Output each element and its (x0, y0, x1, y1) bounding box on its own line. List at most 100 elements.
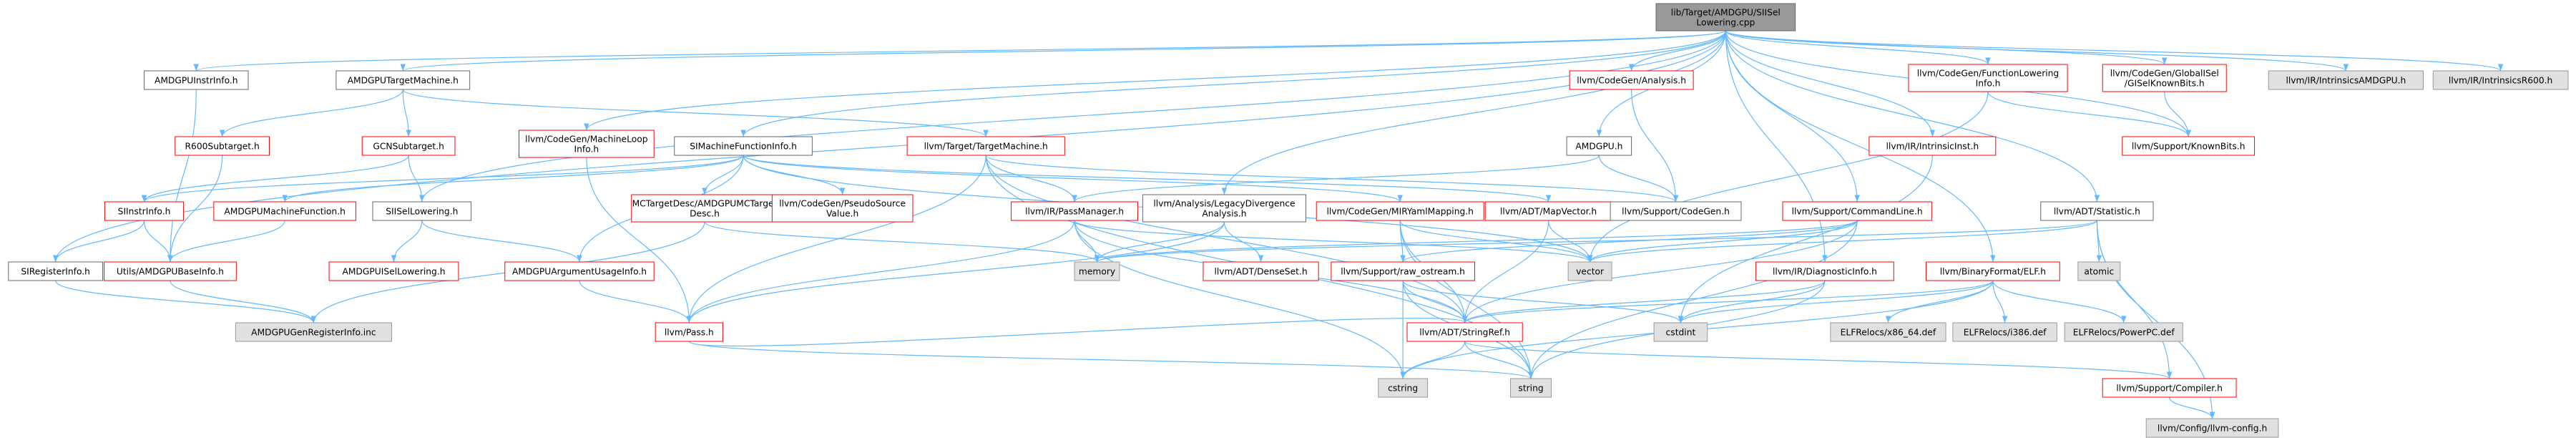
node-elfppc-label-0: ELFRelocs/PowerPC.def (2073, 326, 2175, 337)
edge-functionlowering-to-vector (1587, 91, 1989, 263)
edge-root-to-amdgpuinstrinfo (194, 30, 1726, 72)
node-binaryelf[interactable]: llvm/BinaryFormat/ELF.h (1926, 261, 2060, 281)
node-mapvector-box (1484, 201, 1612, 221)
node-machinelooinfo-label-1: Info.h (574, 143, 599, 154)
edge-amdgpuh-to-passmanager (1072, 155, 1600, 203)
edge-binaryelf-to-stringref (1462, 280, 1994, 323)
edge-argumentusage-to-pass (579, 280, 692, 323)
edge-siisellowering-to-argumentusage (421, 220, 582, 263)
node-argumentusage-label-0: AMDGPUArgumentUsageInfo.h (512, 266, 647, 276)
node-targetmachine[interactable]: llvm/Target/TargetMachine.h (906, 136, 1065, 156)
node-siinstrinfo-box (104, 201, 185, 221)
edge-root-to-intrinsicsr600 (1725, 30, 2504, 72)
node-gcnsubtarget[interactable]: GCNSubtarget.h (361, 136, 456, 156)
node-root-label-0: lib/Target/AMDGPU/SIISel (1671, 6, 1781, 17)
node-globalisel[interactable]: llvm/CodeGen/GlobalISel/GISelKnownBits.h (2102, 64, 2227, 92)
node-codegenanalysis-label-0: llvm/CodeGen/Analysis.h (1577, 74, 1686, 85)
node-simachinefunctioninfo[interactable]: SIMachineFunctionInfo.h (674, 136, 813, 156)
node-cstdint: cstdint (1653, 322, 1708, 342)
edge-siisellowering-to-amdgpuisellowering (391, 220, 423, 263)
node-amdgpubaseinfo[interactable]: Utils/AMDGPUBaseInfo.h (103, 261, 237, 281)
node-amdgpubaseinfo-box (103, 261, 237, 281)
node-miryamlmapping-label-0: llvm/CodeGen/MIRYamlMapping.h (1326, 205, 1473, 216)
edge-codegenanalysis-to-supportcodegen (1631, 89, 1679, 203)
node-rawostream[interactable]: llvm/Support/raw_ostream.h (1331, 261, 1475, 281)
node-intrinsicinst[interactable]: llvm/IR/IntrinsicInst.h (1869, 136, 1997, 156)
edge-passmanager-to-cstring (1074, 220, 1406, 379)
node-passmanager[interactable]: llvm/IR/PassManager.h (1011, 201, 1139, 221)
node-amdgpumachinefunction[interactable]: AMDGPUMachineFunction.h (213, 201, 356, 221)
node-amdgpuisellowering[interactable]: AMDGPUISelLowering.h (328, 261, 459, 281)
node-siregisterinfo[interactable]: SIRegisterInfo.h (8, 261, 104, 281)
node-diagnosticinfo[interactable]: llvm/IR/DiagnosticInfo.h (1755, 261, 1894, 281)
node-gcnsubtarget-box (361, 136, 456, 156)
edge-targetmachine-to-pass (686, 155, 986, 323)
node-codegenanalysis[interactable]: llvm/CodeGen/Analysis.h (1569, 70, 1694, 90)
node-mapvector[interactable]: llvm/ADT/MapVector.h (1484, 201, 1612, 221)
edge-amdgpubaseinfo-to-genregisterinfo (170, 280, 317, 323)
node-stringref[interactable]: llvm/ADT/StringRef.h (1406, 322, 1523, 342)
edge-mctargetdesc-to-memory (704, 221, 1100, 263)
node-legacydivergence-box (1142, 194, 1306, 223)
node-amdgpuh[interactable]: AMDGPU.h (1566, 136, 1632, 156)
node-amdgpuinstrinfo-label-0: AMDGPUInstrInfo.h (155, 74, 238, 85)
node-elfppc-box (2064, 322, 2183, 342)
node-amdgputargetmachine[interactable]: AMDGPUTargetMachine.h (336, 70, 471, 90)
edge-pass-to-string (688, 341, 1534, 379)
node-globalisel-box (2102, 64, 2227, 92)
node-commandline-box (1782, 201, 1932, 221)
edge-binaryelf-to-elfx86 (1885, 280, 1994, 323)
node-denseset[interactable]: llvm/ADT/DenseSet.h (1203, 261, 1319, 281)
node-amdgpuinstrinfo-box (144, 70, 249, 90)
node-globalisel-label-1: /GISelKnownBits.h (2125, 77, 2205, 88)
edge-layer (52, 30, 2504, 419)
node-miryamlmapping[interactable]: llvm/CodeGen/MIRYamlMapping.h (1316, 201, 1484, 221)
node-string: string (1510, 378, 1552, 398)
node-statistic[interactable]: llvm/ADT/Statistic.h (2040, 201, 2154, 221)
node-amdgpuinstrinfo[interactable]: AMDGPUInstrInfo.h (144, 70, 249, 90)
edge-miryamlmapping-to-string (1399, 220, 1534, 379)
edge-statistic-to-compiler (2096, 220, 2173, 379)
node-siisellowering[interactable]: SIISelLowering.h (372, 201, 472, 221)
node-compiler[interactable]: llvm/Support/Compiler.h (2102, 378, 2237, 398)
node-legacydivergence-label-1: Analysis.h (1202, 208, 1246, 218)
node-binaryelf-box (1926, 261, 2060, 281)
node-root[interactable]: lib/Target/AMDGPU/SIISelLowering.cpp (1655, 3, 1796, 31)
node-intrinsicsr600: llvm/IR/IntrinsicsR600.h (2432, 70, 2569, 90)
node-amdgpubaseinfo-label-0: Utils/AMDGPUBaseInfo.h (117, 266, 224, 276)
edge-miryamlmapping-to-vector (1399, 220, 1593, 263)
node-mapvector-label-0: llvm/ADT/MapVector.h (1500, 205, 1597, 216)
node-root-box (1655, 3, 1796, 31)
node-supportcodegen[interactable]: llvm/Support/CodeGen.h (1610, 201, 1742, 221)
node-legacydivergence-label-0: llvm/Analysis/LegacyDivergence (1153, 198, 1295, 208)
node-targetmachine-label-0: llvm/Target/TargetMachine.h (924, 140, 1048, 151)
node-argumentusage[interactable]: AMDGPUArgumentUsageInfo.h (504, 261, 655, 281)
node-pseudosource-label-1: Value.h (826, 208, 858, 218)
edge-gcnsubtarget-to-siisellowering (408, 155, 425, 203)
edge-siinstrinfo-to-siregisterinfo (52, 220, 145, 263)
node-simachinefunctioninfo-label-0: SIMachineFunctionInfo.h (690, 140, 797, 151)
edge-statistic-to-memory (1094, 220, 2097, 263)
node-siinstrinfo[interactable]: SIInstrInfo.h (104, 201, 185, 221)
node-commandline[interactable]: llvm/Support/CommandLine.h (1782, 201, 1932, 221)
edge-diagnosticinfo-to-cstdint (1678, 280, 1826, 323)
node-knownbits[interactable]: llvm/Support/KnownBits.h (2122, 136, 2256, 156)
node-r600subtarget[interactable]: R600Subtarget.h (175, 136, 270, 156)
node-vector-label-0: vector (1576, 266, 1605, 276)
node-denseset-box (1203, 261, 1319, 281)
node-elfx86: ELFRelocs/x86_64.def (1830, 322, 1946, 342)
edge-stringref-to-compiler (1464, 341, 2173, 379)
node-pass[interactable]: llvm/Pass.h (655, 322, 724, 342)
edge-binaryelf-to-elfi386 (1992, 280, 2008, 323)
node-functionlowering-label-0: llvm/CodeGen/FunctionLowering (1917, 67, 2059, 78)
node-gcnsubtarget-label-0: GCNSubtarget.h (373, 140, 444, 151)
edge-machinelooinfo-to-pass (586, 157, 692, 323)
node-intrinsicinst-box (1869, 136, 1997, 156)
edge-root-to-binaryelf (1725, 30, 1996, 263)
